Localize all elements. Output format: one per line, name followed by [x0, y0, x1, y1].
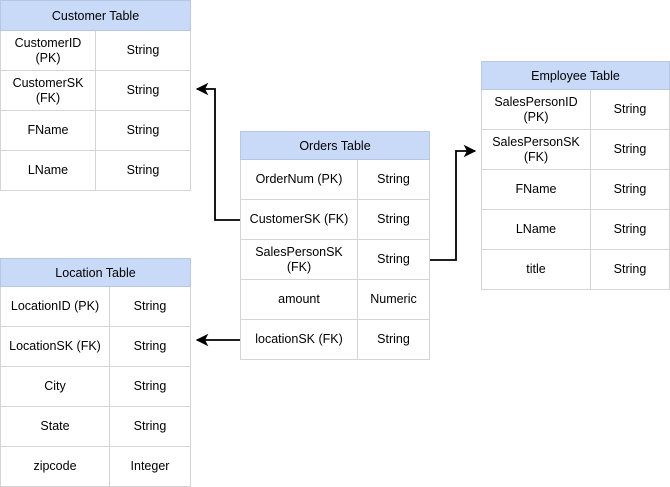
er-field-name: LocationSK (FK): [0, 327, 109, 367]
er-field-name: OrderNum (PK): [240, 160, 357, 200]
er-field-type: String: [95, 111, 191, 151]
er-table-row: CustomerSK (FK)String: [0, 71, 191, 111]
er-table-row: CustomerID (PK)String: [0, 31, 191, 71]
er-field-name: zipcode: [0, 447, 109, 487]
connector-orders-customersk-to-customer: [195, 82, 240, 221]
er-field-name: State: [0, 407, 109, 447]
er-field-type: String: [590, 90, 670, 130]
er-table-row: SalesPersonSK (FK)String: [240, 240, 430, 280]
er-field-name: CustomerSK (FK): [240, 200, 357, 240]
er-field-type: String: [95, 31, 191, 71]
er-table-row: OrderNum (PK)String: [240, 160, 430, 200]
er-field-type: String: [95, 71, 191, 111]
er-field-type: String: [357, 240, 430, 280]
er-field-type: String: [357, 160, 430, 200]
er-table-row: LocationSK (FK)String: [0, 327, 191, 367]
er-table-orders-title: Orders Table: [240, 131, 430, 160]
er-field-name: title: [481, 250, 590, 290]
er-field-type: String: [590, 250, 670, 290]
er-field-type: String: [590, 170, 670, 210]
er-field-name: CustomerID (PK): [0, 31, 95, 71]
er-field-name: SalesPersonSK (FK): [240, 240, 357, 280]
er-table-employee-title: Employee Table: [481, 61, 670, 90]
er-field-type: String: [357, 320, 430, 360]
er-field-type: String: [109, 407, 191, 447]
er-field-type: String: [109, 327, 191, 367]
er-field-name: SalesPersonSK (FK): [481, 130, 590, 170]
er-table-row: locationSK (FK)String: [240, 320, 430, 360]
er-table-row: SalesPersonID (PK)String: [481, 90, 670, 130]
er-field-name: FName: [481, 170, 590, 210]
er-field-type: String: [109, 287, 191, 327]
er-field-name: CustomerSK (FK): [0, 71, 95, 111]
er-field-name: LName: [481, 210, 590, 250]
er-field-name: LocationID (PK): [0, 287, 109, 327]
er-field-type: Integer: [109, 447, 191, 487]
er-field-name: locationSK (FK): [240, 320, 357, 360]
er-field-type: Numeric: [357, 280, 430, 320]
er-table-location-title: Location Table: [0, 258, 191, 287]
er-field-type: String: [590, 130, 670, 170]
er-table-row: SalesPersonSK (FK)String: [481, 130, 670, 170]
er-field-type: String: [357, 200, 430, 240]
er-field-name: SalesPersonID (PK): [481, 90, 590, 130]
er-field-name: FName: [0, 111, 95, 151]
er-table-row: CustomerSK (FK)String: [240, 200, 430, 240]
er-field-type: String: [590, 210, 670, 250]
er-field-name: LName: [0, 151, 95, 191]
er-table-row: LocationID (PK)String: [0, 287, 191, 327]
er-field-name: amount: [240, 280, 357, 320]
er-field-name: City: [0, 367, 109, 407]
er-field-type: String: [95, 151, 191, 191]
er-table-customer-title: Customer Table: [0, 0, 191, 31]
connector-orders-salespersonsk-to-employee: [430, 144, 477, 261]
er-field-type: String: [109, 367, 191, 407]
